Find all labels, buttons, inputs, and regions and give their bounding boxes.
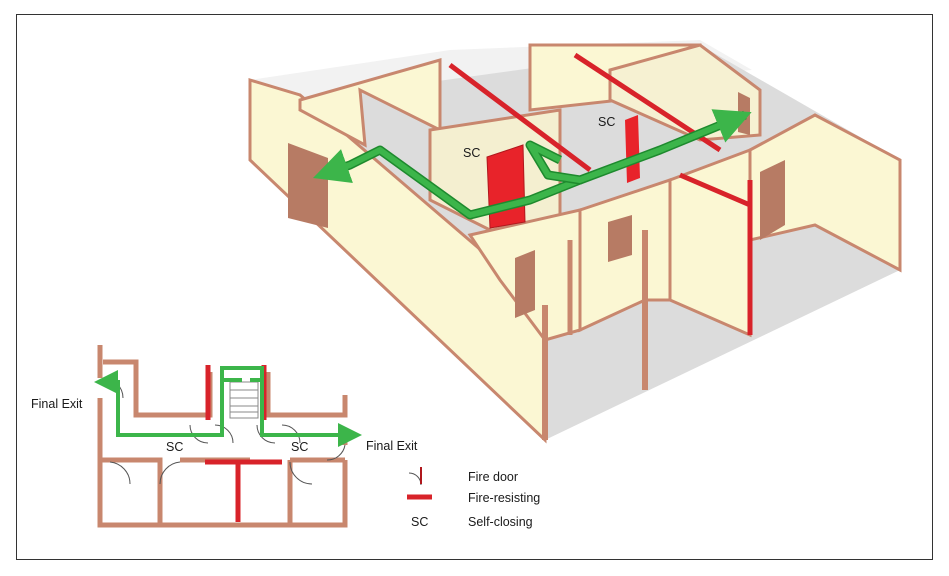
legend-fire-door-label: Fire door [468, 470, 518, 484]
iso-sc-label-left: SC [463, 146, 480, 160]
legend-fire-resisting-label: Fire-resisting [468, 491, 540, 505]
door-room-2 [608, 215, 632, 262]
final-exit-left-label: Final Exit [31, 397, 83, 411]
door-left [288, 143, 328, 228]
door-room-3 [760, 160, 785, 240]
escape-route-plan-left [94, 370, 224, 437]
iso-sc-label-right: SC [598, 115, 615, 129]
fire-resisting-wall-iso [679, 172, 751, 208]
plan-sc-left-label: SC [166, 440, 183, 454]
fire-door-corridor [625, 115, 640, 183]
legend: Fire door Fire-resisting SC Self-closing [407, 467, 540, 529]
escape-route-plan-right [260, 375, 362, 447]
diagram-frame [16, 14, 933, 560]
isometric-building: SC SC [248, 40, 902, 444]
fire-door-legend-icon [408, 472, 422, 486]
final-exit-right-label: Final Exit [366, 439, 418, 453]
fire-resisting-wall-iso [448, 63, 592, 172]
back-wall-left [298, 58, 442, 148]
floor-plan: Final Exit Final Exit SC SC [31, 345, 418, 528]
escape-route-iso-right-inner [527, 109, 752, 183]
escape-route-plan [220, 366, 264, 382]
escape-route-iso-left-inner [313, 147, 582, 218]
legend-self-closing-label: Self-closing [468, 515, 533, 529]
fire-door-stair [486, 144, 526, 229]
legend-sc-symbol: SC [411, 515, 428, 529]
plan-sc-right-label: SC [291, 440, 308, 454]
door-room-1 [515, 250, 535, 318]
